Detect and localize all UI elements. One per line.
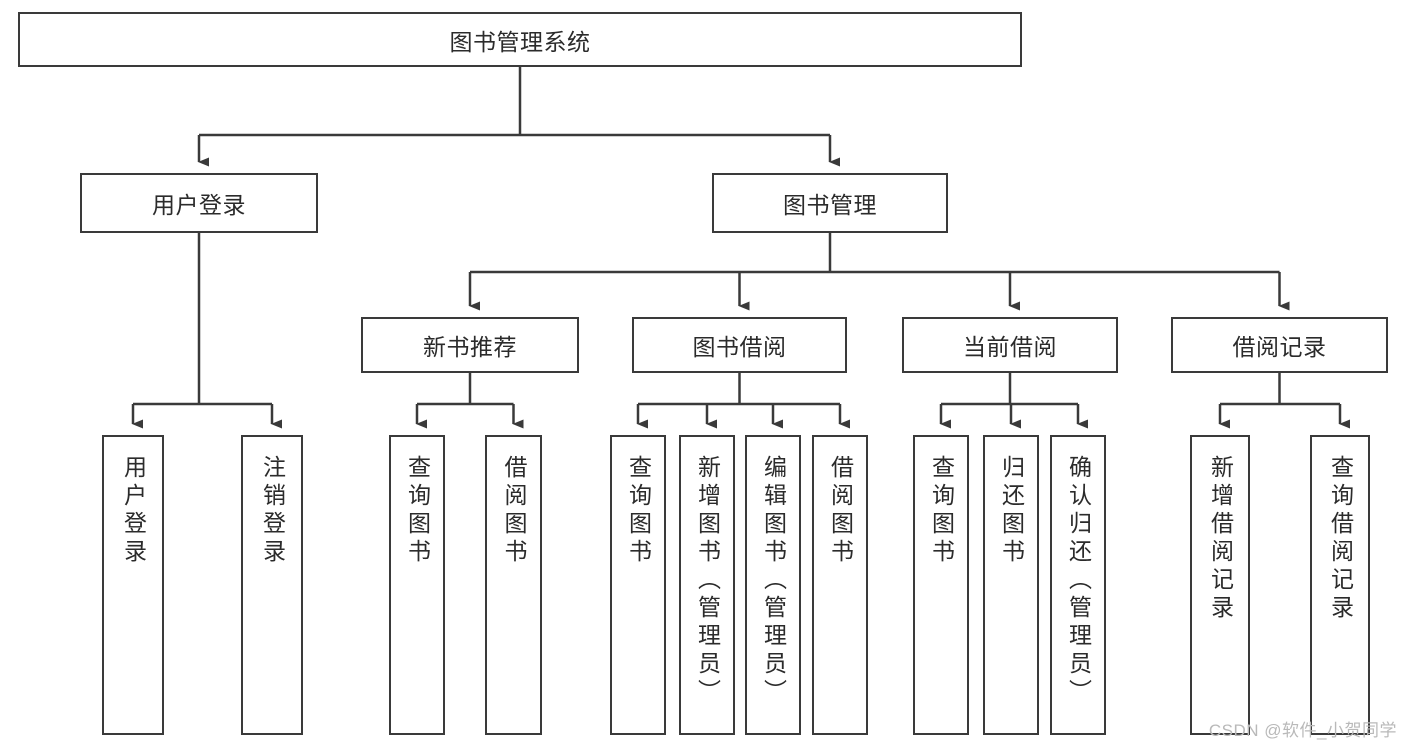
node-label: 图书借阅	[692, 334, 787, 360]
node-label: 编辑图书（管理员）	[760, 455, 787, 707]
node-label: 借阅记录	[1232, 334, 1327, 360]
node-label: 图书管理系统	[449, 28, 591, 55]
node-root[interactable]: 图书管理系统	[18, 12, 1022, 67]
node-label: 查询图书	[928, 455, 955, 567]
node-leaf-query-book-1[interactable]: 查询图书	[389, 435, 445, 735]
node-label: 查询图书	[625, 455, 652, 567]
node-label: 用户登录	[120, 455, 147, 567]
node-leaf-user-login[interactable]: 用户登录	[102, 435, 164, 735]
node-leaf-query-record[interactable]: 查询借阅记录	[1310, 435, 1370, 735]
node-leaf-return-book[interactable]: 归还图书	[983, 435, 1039, 735]
node-label: 用户登录	[152, 192, 246, 218]
node-label: 查询借阅记录	[1327, 455, 1354, 623]
node-leaf-add-record[interactable]: 新增借阅记录	[1190, 435, 1250, 735]
node-book-borrow[interactable]: 图书借阅	[632, 317, 847, 373]
node-label: 图书管理	[783, 192, 877, 218]
node-current-borrow[interactable]: 当前借阅	[902, 317, 1118, 373]
node-label: 当前借阅	[963, 334, 1057, 360]
node-leaf-borrow-book-2[interactable]: 借阅图书	[812, 435, 868, 735]
node-label: 借阅图书	[501, 455, 527, 567]
node-leaf-user-logout[interactable]: 注销登录	[241, 435, 303, 735]
node-label: 新书推荐	[423, 334, 517, 360]
node-leaf-borrow-book-1[interactable]: 借阅图书	[485, 435, 542, 735]
node-label: 确认归还（管理员）	[1065, 455, 1092, 707]
node-borrow-record[interactable]: 借阅记录	[1171, 317, 1388, 373]
node-leaf-query-book-3[interactable]: 查询图书	[913, 435, 969, 735]
node-leaf-confirm-return[interactable]: 确认归还（管理员）	[1050, 435, 1106, 735]
node-leaf-add-book[interactable]: 新增图书（管理员）	[679, 435, 735, 735]
node-label: 新增图书（管理员）	[694, 455, 721, 707]
node-new-book-recommend[interactable]: 新书推荐	[361, 317, 579, 373]
node-book-manage[interactable]: 图书管理	[712, 173, 948, 233]
node-user-login[interactable]: 用户登录	[80, 173, 318, 233]
node-label: 注销登录	[259, 455, 286, 567]
node-label: 归还图书	[998, 455, 1025, 567]
node-label: 借阅图书	[827, 455, 854, 567]
node-leaf-query-book-2[interactable]: 查询图书	[610, 435, 666, 735]
node-leaf-edit-book[interactable]: 编辑图书（管理员）	[745, 435, 801, 735]
node-label: 查询图书	[404, 455, 431, 567]
node-label: 新增借阅记录	[1207, 455, 1234, 623]
